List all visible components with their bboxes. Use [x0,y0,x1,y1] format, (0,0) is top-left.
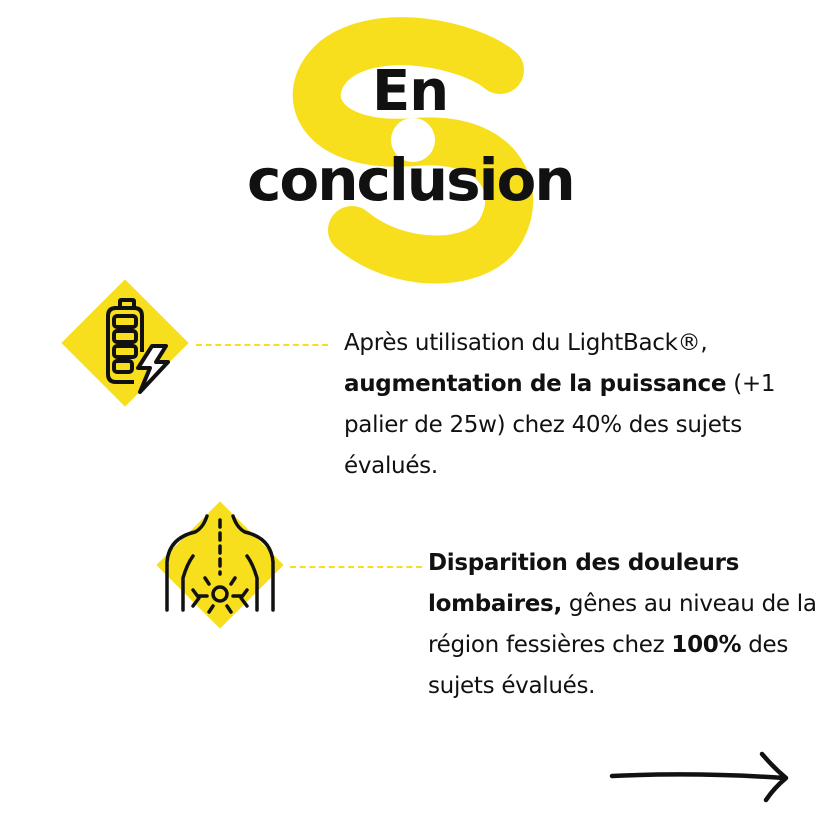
finding-1-bold: augmentation de la puissance [344,371,727,397]
finding-2-bold-percent: 100% [671,632,742,658]
finding-1-rest: (+1 palier de 25w) chez 40% des sujets é… [344,371,776,479]
connector-line [290,566,422,568]
s-logo-icon [292,17,534,284]
page-title-line-2: conclusion [247,146,576,214]
finding-1-intro: Après utilisation du LightBack®, [344,330,708,356]
connector-line [196,344,328,346]
arrow-right-icon[interactable] [606,748,796,808]
finding-2-mid: gênes au niveau de la région fessières c… [428,591,817,658]
lower-back-pain-icon [153,498,287,632]
page-title-line-1: En [372,59,449,124]
finding-2-text: Disparition des douleurs lombaires, gêne… [428,543,818,707]
battery-charging-icon [58,276,192,410]
finding-2-rest: des sujets évalués. [428,632,789,699]
finding-2-bold: Disparition des douleurs lombaires, [428,550,740,617]
finding-1-text: Après utilisation du LightBack®, augment… [344,323,814,487]
